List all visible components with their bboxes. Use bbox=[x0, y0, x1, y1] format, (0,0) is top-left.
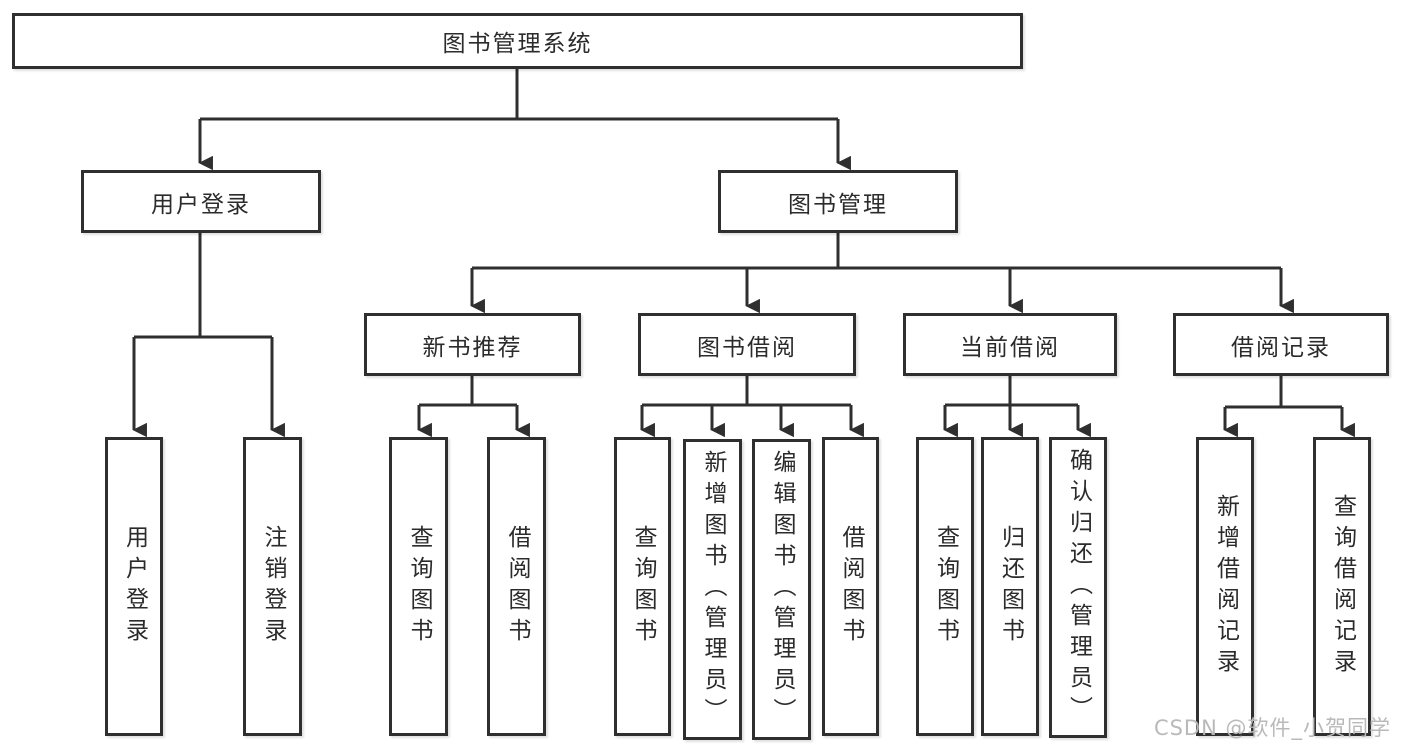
leaf-query-books-current: 查询图书 bbox=[916, 437, 974, 736]
node-new-book-recommend: 新书推荐 bbox=[364, 313, 581, 376]
leaf-user-login-label: 用户登录 bbox=[121, 524, 148, 649]
leaf-borrow-books: 借阅图书 bbox=[822, 437, 879, 736]
leaf-borrow-books-recommend: 借阅图书 bbox=[487, 437, 546, 736]
leaf-add-books-admin-label: 新增图书（管理员） bbox=[700, 450, 726, 729]
leaf-borrow-books-label: 借阅图书 bbox=[838, 524, 864, 649]
leaf-query-books-borrowing: 查询图书 bbox=[614, 437, 671, 736]
leaf-query-borrow-record: 查询借阅记录 bbox=[1313, 437, 1371, 736]
leaf-borrow-books-recommend-label: 借阅图书 bbox=[504, 524, 530, 649]
leaf-return-books: 归还图书 bbox=[981, 437, 1039, 736]
leaf-query-books-current-label: 查询图书 bbox=[932, 524, 959, 649]
leaf-user-login: 用户登录 bbox=[105, 437, 163, 736]
leaf-query-books-borrowing-label: 查询图书 bbox=[630, 524, 656, 649]
leaf-edit-books-admin: 编辑图书（管理员） bbox=[752, 439, 811, 740]
branch-book-management: 图书管理 bbox=[718, 170, 958, 233]
node-book-borrowing-label: 图书借阅 bbox=[697, 334, 797, 361]
leaf-query-books-recommend: 查询图书 bbox=[389, 437, 448, 736]
leaf-query-books-recommend-label: 查询图书 bbox=[406, 524, 432, 649]
leaf-add-books-admin: 新增图书（管理员） bbox=[683, 439, 742, 740]
leaf-confirm-return-admin-label: 确认归还（管理员） bbox=[1065, 448, 1092, 727]
connector-book-management bbox=[470, 233, 1294, 314]
connector-borrowing-records bbox=[1223, 376, 1355, 438]
node-borrowing-records: 借阅记录 bbox=[1173, 313, 1389, 376]
node-book-borrowing: 图书借阅 bbox=[638, 313, 856, 376]
leaf-logout-label: 注销登录 bbox=[260, 524, 286, 649]
root-node-system: 图书管理系统 bbox=[12, 13, 1023, 69]
leaf-query-borrow-record-label: 查询借阅记录 bbox=[1329, 493, 1356, 680]
branch-book-management-label: 图书管理 bbox=[788, 191, 888, 218]
leaf-logout: 注销登录 bbox=[243, 437, 302, 736]
leaf-add-borrow-record-label: 新增借阅记录 bbox=[1212, 493, 1239, 680]
node-new-book-recommend-label: 新书推荐 bbox=[422, 334, 523, 361]
leaf-edit-books-admin-label: 编辑图书（管理员） bbox=[769, 450, 795, 729]
connector-new-book bbox=[417, 376, 530, 438]
root-node-label: 图书管理系统 bbox=[442, 31, 593, 57]
node-borrowing-records-label: 借阅记录 bbox=[1231, 334, 1331, 361]
node-current-borrowing: 当前借阅 bbox=[903, 313, 1117, 376]
connector-book-borrowing bbox=[640, 376, 864, 438]
node-current-borrowing-label: 当前借阅 bbox=[960, 334, 1060, 361]
connector-root bbox=[198, 69, 851, 171]
connector-user-login bbox=[132, 233, 285, 438]
leaf-add-borrow-record: 新增借阅记录 bbox=[1196, 437, 1254, 736]
leaf-return-books-label: 归还图书 bbox=[997, 524, 1024, 649]
branch-user-login-label: 用户登录 bbox=[151, 191, 251, 218]
leaf-confirm-return-admin: 确认归还（管理员） bbox=[1049, 437, 1107, 738]
connector-current-borrowing bbox=[943, 376, 1091, 438]
branch-user-login: 用户登录 bbox=[81, 170, 321, 233]
